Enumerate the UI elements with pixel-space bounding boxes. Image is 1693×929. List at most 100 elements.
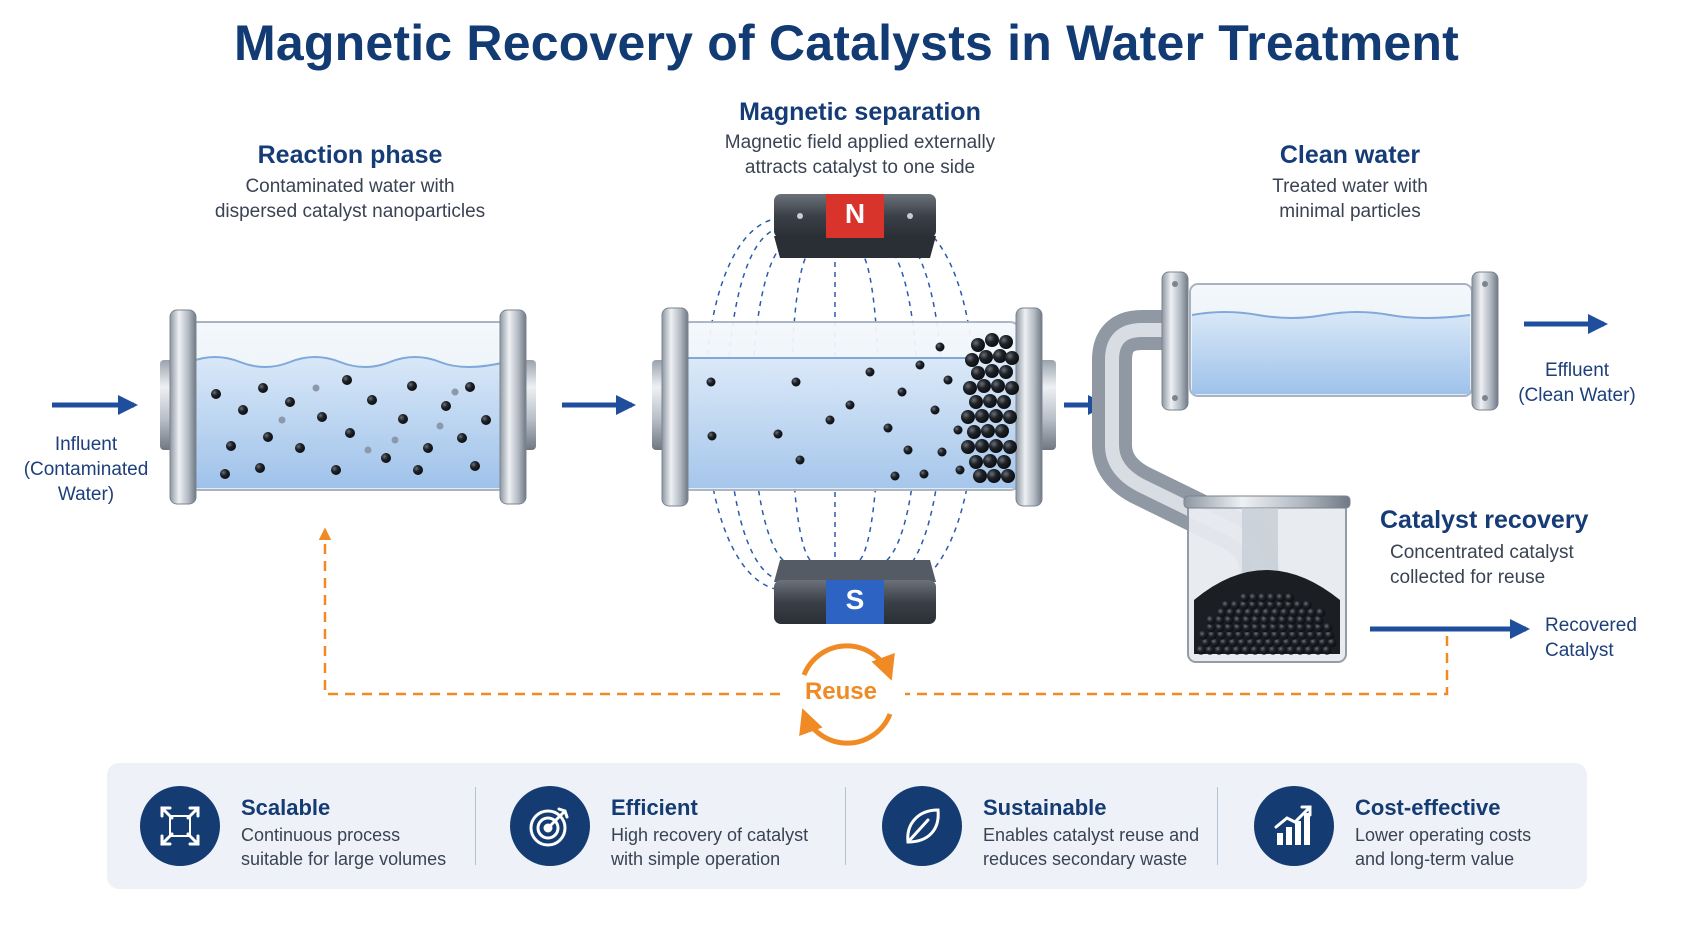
catalyst-particle bbox=[1316, 607, 1326, 618]
catalyst-particle bbox=[1239, 592, 1250, 603]
influent-label: Influent (Contaminated Water) bbox=[23, 434, 149, 505]
catalyst-particle bbox=[1223, 645, 1233, 655]
catalyst-particle bbox=[1287, 622, 1297, 633]
catalyst-particle bbox=[1248, 600, 1258, 610]
catalyst-particle bbox=[1323, 622, 1333, 633]
target-icon bbox=[510, 786, 590, 866]
reuse-cycle-icon-bottom bbox=[799, 708, 893, 746]
catalyst-particle bbox=[1284, 592, 1295, 603]
catalyst-particle bbox=[1233, 622, 1243, 633]
catalyst-particle bbox=[1206, 622, 1216, 633]
feature-description: High recovery of catalyst with simple op… bbox=[611, 825, 809, 869]
clean-water-tank bbox=[1161, 271, 1499, 411]
catalyst-particle bbox=[1215, 622, 1225, 633]
reuse-label: Reuse bbox=[804, 678, 878, 705]
catalyst-particle bbox=[1210, 637, 1220, 648]
catalyst-particle bbox=[1257, 600, 1267, 610]
feature-scalable: Scalable Continuous process suitable for… bbox=[107, 763, 473, 889]
catalyst-particle bbox=[1305, 615, 1315, 625]
catalyst-particle bbox=[1280, 607, 1290, 618]
catalyst-particle bbox=[1244, 607, 1254, 618]
benefits-panel: Scalable Continuous process suitable for… bbox=[107, 763, 1587, 889]
catalyst-particle bbox=[1264, 637, 1274, 648]
catalyst-particle bbox=[1261, 630, 1271, 640]
reaction-tank bbox=[160, 309, 536, 505]
catalyst-cluster bbox=[961, 333, 1019, 483]
south-pole-label: S bbox=[845, 584, 865, 615]
catalyst-particle bbox=[1271, 607, 1281, 618]
feature-divider bbox=[845, 787, 846, 865]
catalyst-particle bbox=[1307, 607, 1317, 618]
catalyst-particle bbox=[1225, 630, 1235, 640]
catalyst-particle bbox=[1295, 645, 1305, 655]
expand-arrows-icon bbox=[140, 786, 220, 866]
catalyst-particle bbox=[1243, 630, 1253, 640]
north-pole-label: N bbox=[844, 198, 866, 229]
catalyst-particle bbox=[1219, 637, 1229, 648]
catalyst-particle bbox=[1234, 630, 1244, 640]
catalyst-particle bbox=[1284, 600, 1294, 610]
catalyst-particle bbox=[1251, 615, 1261, 625]
catalyst-particle bbox=[1246, 637, 1256, 648]
reaction-phase-description: Contaminated water with dispersed cataly… bbox=[214, 176, 486, 222]
magnet-south bbox=[774, 560, 936, 624]
catalyst-particle bbox=[1226, 607, 1236, 618]
catalyst-particle bbox=[1287, 615, 1297, 625]
catalyst-recovery-title: Catalyst recovery bbox=[1380, 506, 1589, 534]
leaf-icon bbox=[882, 786, 962, 866]
magnetic-separation-title: Magnetic separation bbox=[739, 98, 981, 126]
magnetic-separation-description: Magnetic field applied externally attrac… bbox=[724, 132, 996, 178]
catalyst-particle bbox=[1306, 630, 1316, 640]
catalyst-particle bbox=[1297, 630, 1307, 640]
catalyst-particle bbox=[1230, 600, 1240, 610]
catalyst-particle bbox=[1305, 622, 1315, 633]
catalyst-particle bbox=[1304, 645, 1314, 655]
feature-title: Scalable bbox=[241, 795, 331, 820]
catalyst-particle bbox=[1206, 615, 1216, 625]
catalyst-particle bbox=[1314, 622, 1324, 633]
catalyst-particle bbox=[1315, 630, 1325, 640]
feature-title: Cost-effective bbox=[1355, 795, 1501, 820]
catalyst-particle bbox=[1286, 645, 1296, 655]
catalyst-particle bbox=[1313, 645, 1323, 655]
catalyst-particle bbox=[1205, 645, 1215, 655]
feature-efficient: Efficient High recovery of catalyst with… bbox=[477, 763, 843, 889]
catalyst-particle bbox=[1275, 600, 1285, 610]
recovered-particles bbox=[1196, 592, 1337, 655]
reaction-phase-title: Reaction phase bbox=[257, 141, 443, 169]
catalyst-particle bbox=[1255, 637, 1265, 648]
feature-description: Continuous process suitable for large vo… bbox=[241, 825, 447, 869]
feature-description: Enables catalyst reuse and reduces secon… bbox=[983, 825, 1200, 869]
catalyst-particle bbox=[1260, 622, 1270, 633]
catalyst-particle bbox=[1273, 637, 1283, 648]
catalyst-particle bbox=[1293, 600, 1303, 610]
catalyst-particle bbox=[1251, 622, 1261, 633]
page-title: Magnetic Recovery of Catalysts in Water … bbox=[234, 15, 1459, 71]
reuse-cycle-icon-top bbox=[801, 643, 895, 681]
catalyst-particle bbox=[1260, 615, 1270, 625]
feature-cost-effective: Cost-effective Lower operating costs and… bbox=[1221, 763, 1587, 889]
feature-title: Efficient bbox=[611, 795, 698, 820]
catalyst-particle bbox=[1262, 607, 1272, 618]
catalyst-particle bbox=[1207, 630, 1217, 640]
clean-water-description: Treated water with minimal particles bbox=[1272, 176, 1428, 222]
catalyst-particle bbox=[1224, 615, 1234, 625]
magnet-north bbox=[774, 194, 936, 258]
catalyst-particle bbox=[1318, 637, 1328, 648]
catalyst-particle bbox=[1288, 630, 1298, 640]
catalyst-particle bbox=[1282, 637, 1292, 648]
separation-tank bbox=[652, 307, 1056, 507]
catalyst-particle bbox=[1296, 622, 1306, 633]
catalyst-particle bbox=[1314, 615, 1324, 625]
catalyst-particle bbox=[1257, 592, 1268, 603]
bar-chart-icon bbox=[1254, 786, 1334, 866]
feature-sustainable: Sustainable Enables catalyst reuse and r… bbox=[849, 763, 1215, 889]
reuse-loop-path bbox=[325, 530, 1449, 696]
feature-divider bbox=[475, 787, 476, 865]
catalyst-particle bbox=[1215, 615, 1225, 625]
catalyst-particle bbox=[1327, 637, 1337, 648]
feature-description: Lower operating costs and long-term valu… bbox=[1355, 825, 1532, 869]
catalyst-particle bbox=[1275, 592, 1286, 603]
catalyst-particle bbox=[1242, 615, 1252, 625]
